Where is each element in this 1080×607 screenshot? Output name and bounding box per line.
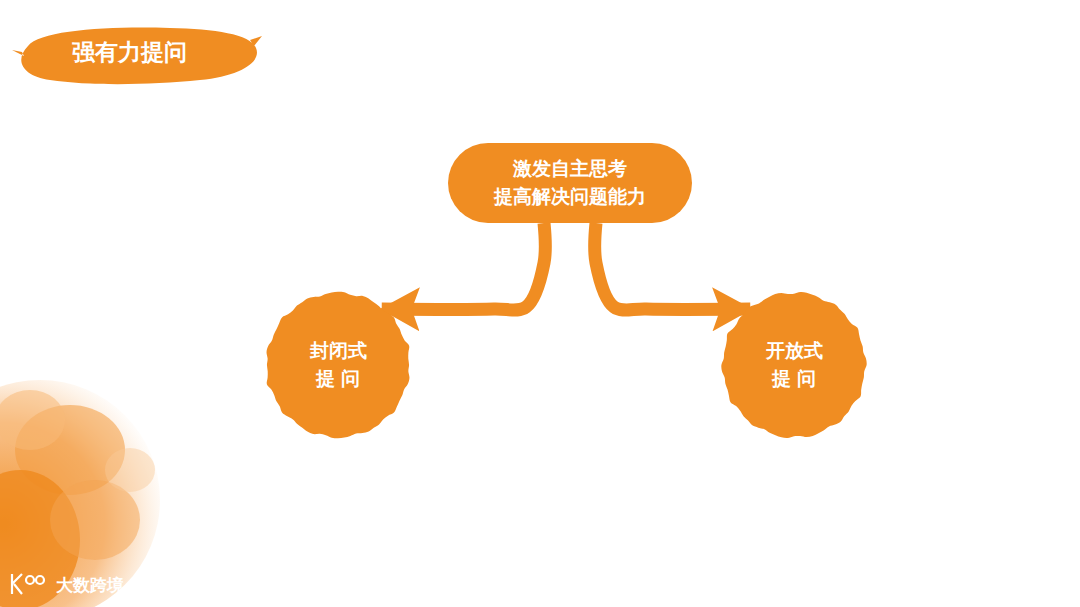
brush-stroke: [12, 28, 262, 85]
node-text: 封闭式 提 问: [307, 337, 370, 392]
node-text: 开放式 提 问: [763, 337, 826, 392]
question-circle: 封闭式 提 问: [264, 290, 412, 440]
node-outline: [264, 290, 412, 440]
title: 强有力提问: [72, 37, 187, 68]
goal-pill: 激发自主思考 提高解决问题能力: [448, 143, 692, 223]
watermark: 大数跨境: [56, 574, 124, 597]
node-text: 激发自主思考 提高解决问题能力: [488, 155, 651, 210]
curved-arrow: [382, 223, 545, 310]
node-outline: [448, 143, 692, 223]
title-banner: 强有力提问: [20, 24, 260, 84]
ink-splash: [0, 380, 160, 607]
node-outline: [720, 290, 868, 440]
watermark-logo: [12, 574, 44, 594]
curved-arrow: [595, 223, 750, 310]
question-circle: 开放式 提 问: [720, 290, 868, 440]
